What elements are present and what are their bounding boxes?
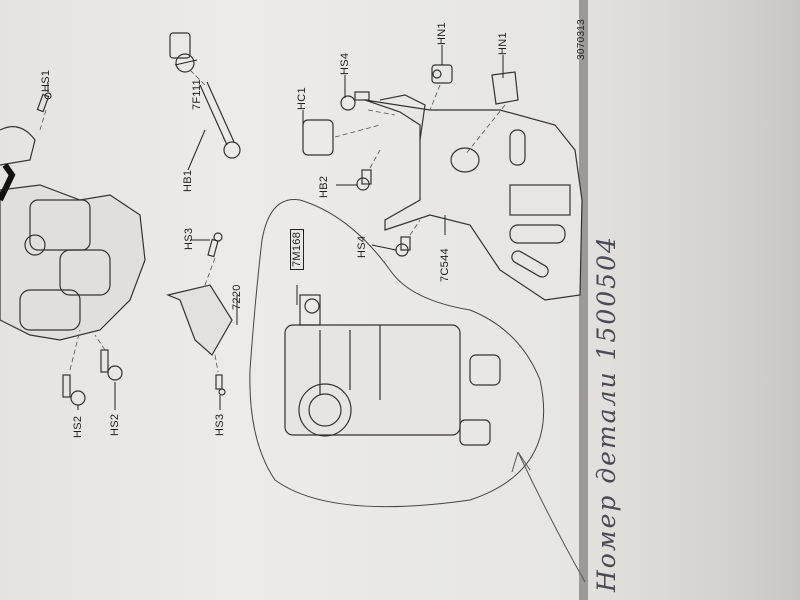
- bolt-hb1: [199, 81, 241, 159]
- page-edge-stripe: [579, 0, 588, 600]
- cover-7220: [166, 284, 233, 356]
- window-motor-assembly: [0, 126, 146, 341]
- clip-hc1: [302, 119, 334, 156]
- callout-hn1-a: HN1: [436, 22, 448, 45]
- screw-hs2-a: [62, 374, 86, 406]
- screw-hb2: [356, 169, 372, 191]
- screw-hs3-top: [207, 232, 223, 258]
- callout-7220: 7220: [231, 284, 243, 310]
- pencil-arrow: [511, 451, 586, 583]
- pencil-outline: [249, 199, 545, 508]
- screw-hs4-top: [340, 91, 370, 111]
- leader-lines: [47, 45, 504, 410]
- screw-hs1: [36, 92, 52, 113]
- callout-hs4-bottom: HS4: [356, 235, 368, 258]
- callout-hs3-top: HS3: [183, 227, 195, 250]
- nut-7f111: [169, 32, 195, 73]
- callout-hs1: HS1: [40, 69, 52, 92]
- nut-hn1-b: [491, 71, 519, 105]
- callout-hs2-b: HS2: [109, 413, 121, 436]
- callout-7f111: 7F111: [191, 78, 203, 110]
- motor-7m168: [284, 294, 501, 446]
- nut-hn1-a: [431, 64, 453, 84]
- callout-hc1: HC1: [296, 87, 308, 110]
- screw-hs2-b: [100, 349, 123, 381]
- handwritten-part-number-note: Номер детали 1500504: [592, 235, 621, 592]
- screw-hs3-bottom: [215, 374, 226, 396]
- drawing-number: 3070313: [576, 18, 587, 60]
- callout-hb1: HB1: [182, 169, 194, 192]
- callout-hs3-bottom: HS3: [214, 413, 226, 436]
- background-surface: [588, 0, 800, 600]
- dashed-assembly-lines: [39, 69, 506, 373]
- callout-hs2-a: HS2: [72, 415, 84, 438]
- callout-7m168: 7M168: [290, 228, 304, 270]
- bracket-7c544: [364, 94, 583, 301]
- screw-hs4-bottom: [395, 236, 411, 257]
- callout-7c544: 7C544: [439, 248, 451, 282]
- callout-hs4-top: HS4: [339, 52, 351, 75]
- callout-hn1-b: HN1: [497, 32, 509, 55]
- callout-hb2: HB2: [318, 175, 330, 198]
